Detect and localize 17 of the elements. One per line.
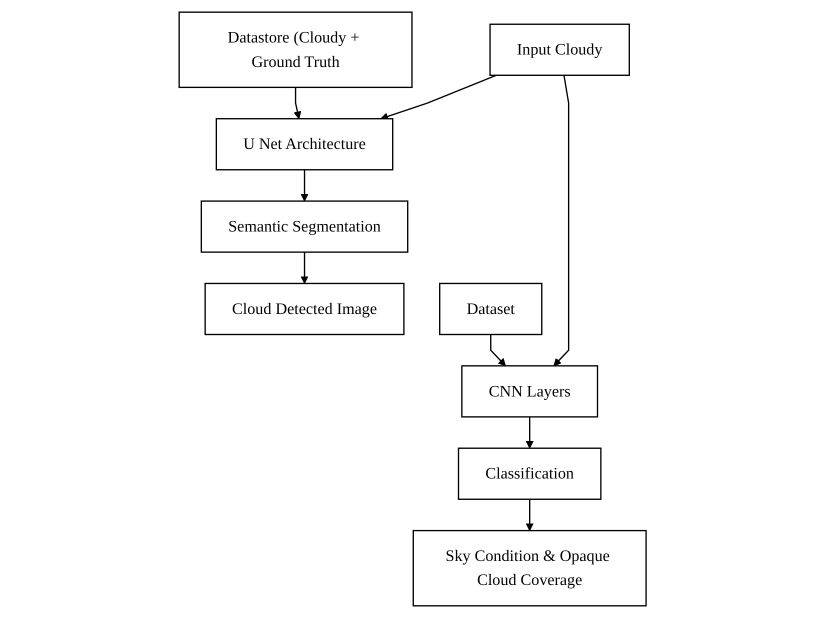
arrow [490,334,506,366]
arrow [300,170,308,202]
node-box: CNN Layers [461,365,598,418]
arrow [553,75,570,366]
arrow [380,74,497,120]
node-box: Cloud Detected Image [204,282,404,336]
arrow [526,499,534,531]
node-box: Sky Condition & Opaque Cloud Coverage [412,530,647,606]
arrow [300,252,308,284]
arrow [293,87,302,120]
node-box: Input Cloudy [489,24,630,76]
node-box: Datastore (Cloudy + Ground Truth [178,12,413,88]
node-box: Classification [458,448,602,500]
node-box: Dataset [438,282,542,336]
node-box: U Net Architecture [216,118,394,170]
arrow [526,416,534,449]
node-box: Semantic Segmentation [200,200,408,253]
